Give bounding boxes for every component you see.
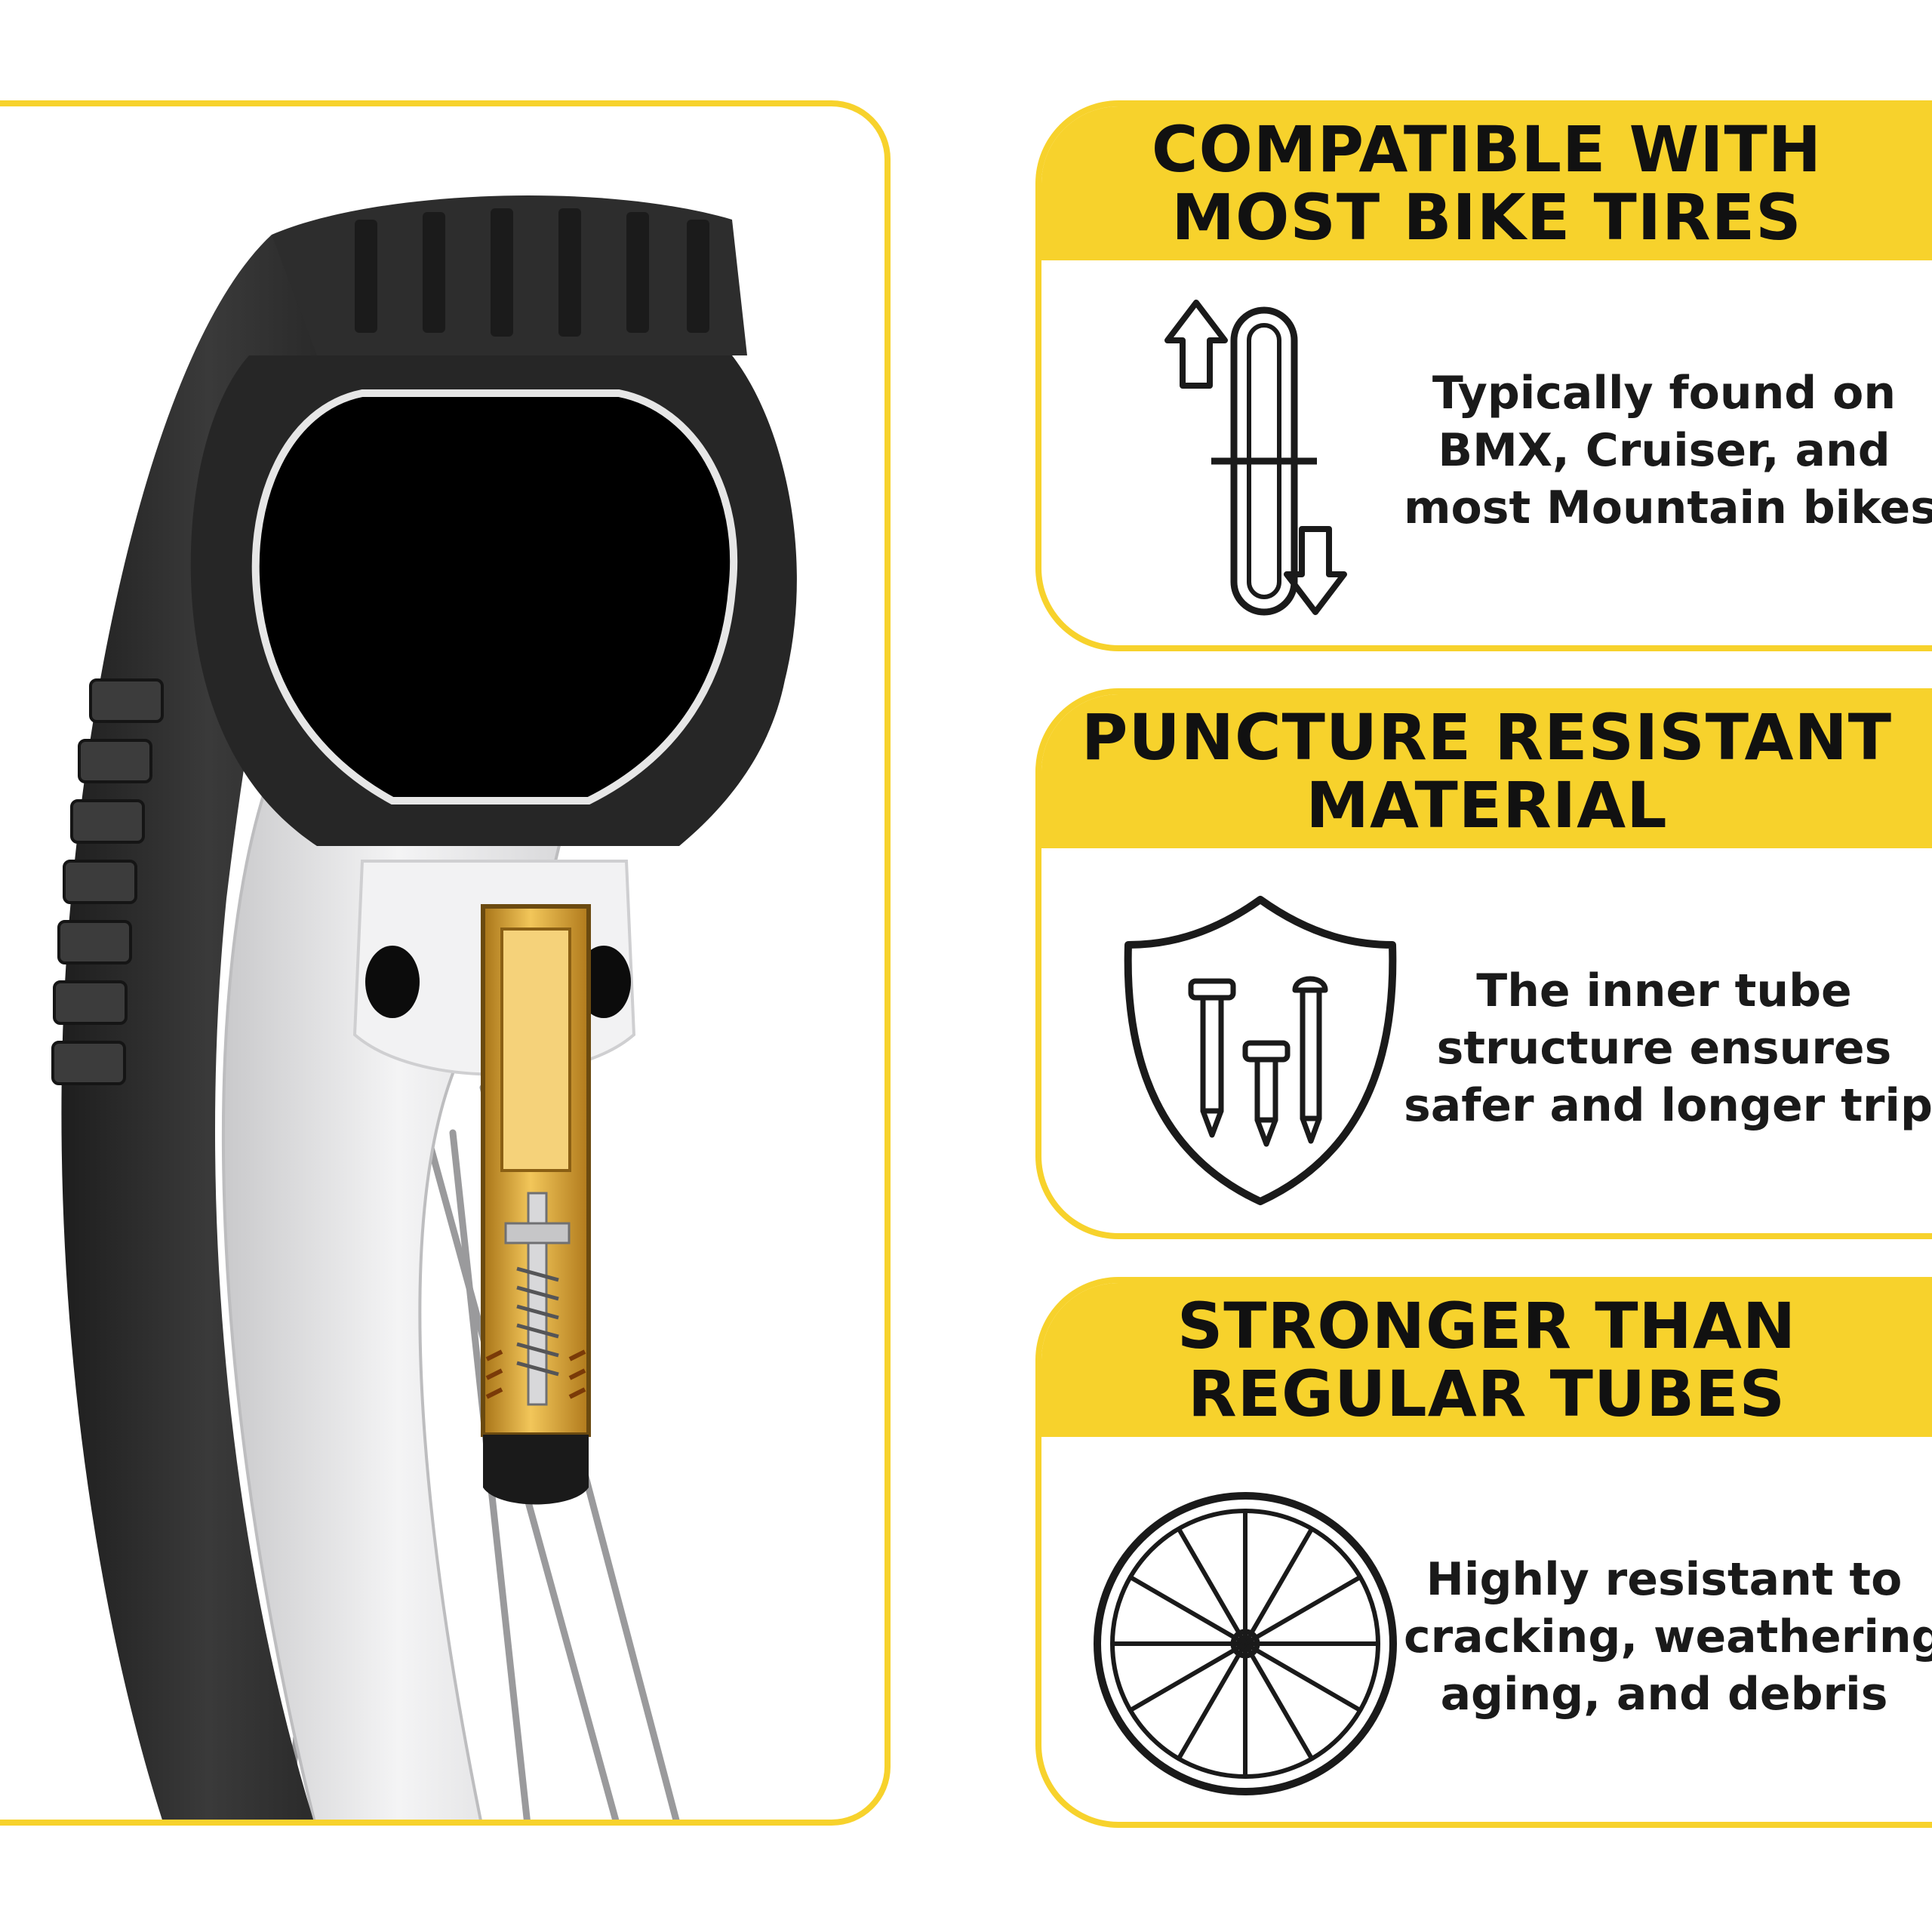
tire-profile-arrows-icon bbox=[1164, 300, 1347, 616]
feature-card-compatibility: COMPATIBLE WITH MOST BIKE TIRES Typicall… bbox=[1035, 100, 1932, 651]
description-line: Highly resistant to bbox=[1426, 1553, 1903, 1606]
inner-tube bbox=[251, 389, 738, 804]
card-heading: PUNCTURE RESISTANT MATERIAL bbox=[1041, 694, 1932, 848]
description-line: most Mountain bikes bbox=[1404, 481, 1932, 534]
wheel-spokes-icon bbox=[1094, 1492, 1397, 1795]
description-line: aging, and debris bbox=[1440, 1668, 1888, 1721]
valve-cap bbox=[483, 1435, 589, 1505]
card-description: The inner tube structure ensures safer a… bbox=[1404, 962, 1932, 1134]
card-heading: STRONGER THAN REGULAR TUBES bbox=[1041, 1283, 1932, 1437]
heading-line: COMPATIBLE WITH bbox=[1151, 112, 1823, 186]
heading-line: MOST BIKE TIRES bbox=[1171, 180, 1802, 254]
heading-line: MATERIAL bbox=[1306, 768, 1668, 842]
heading-line: PUNCTURE RESISTANT bbox=[1081, 700, 1893, 774]
description-line: structure ensures bbox=[1436, 1022, 1892, 1075]
description-line: Typically found on bbox=[1432, 367, 1897, 420]
rim bbox=[221, 768, 576, 1820]
heading-line: REGULAR TUBES bbox=[1187, 1357, 1786, 1431]
illustration-panel bbox=[0, 100, 891, 1826]
card-heading: COMPATIBLE WITH MOST BIKE TIRES bbox=[1041, 106, 1932, 260]
card-description: Highly resistant to cracking, weathering… bbox=[1404, 1551, 1932, 1723]
shield-nails-icon bbox=[1124, 896, 1397, 1205]
description-line: The inner tube bbox=[1476, 964, 1852, 1017]
description-line: BMX, Cruiser, and bbox=[1438, 424, 1890, 477]
sidewall-lettering bbox=[51, 678, 164, 1085]
description-line: cracking, weathering, bbox=[1404, 1611, 1932, 1663]
feature-card-puncture: PUNCTURE RESISTANT MATERIAL The inner tu… bbox=[1035, 688, 1932, 1239]
description-line: safer and longer trips bbox=[1404, 1079, 1932, 1132]
tire-body bbox=[61, 235, 355, 1820]
tire-cross-section-illustration bbox=[51, 195, 797, 1820]
heading-line: STRONGER THAN bbox=[1177, 1289, 1797, 1363]
card-description: Typically found on BMX, Cruiser, and mos… bbox=[1404, 365, 1932, 537]
feature-card-strength: STRONGER THAN REGULAR TUBES Highly resis… bbox=[1035, 1277, 1932, 1828]
